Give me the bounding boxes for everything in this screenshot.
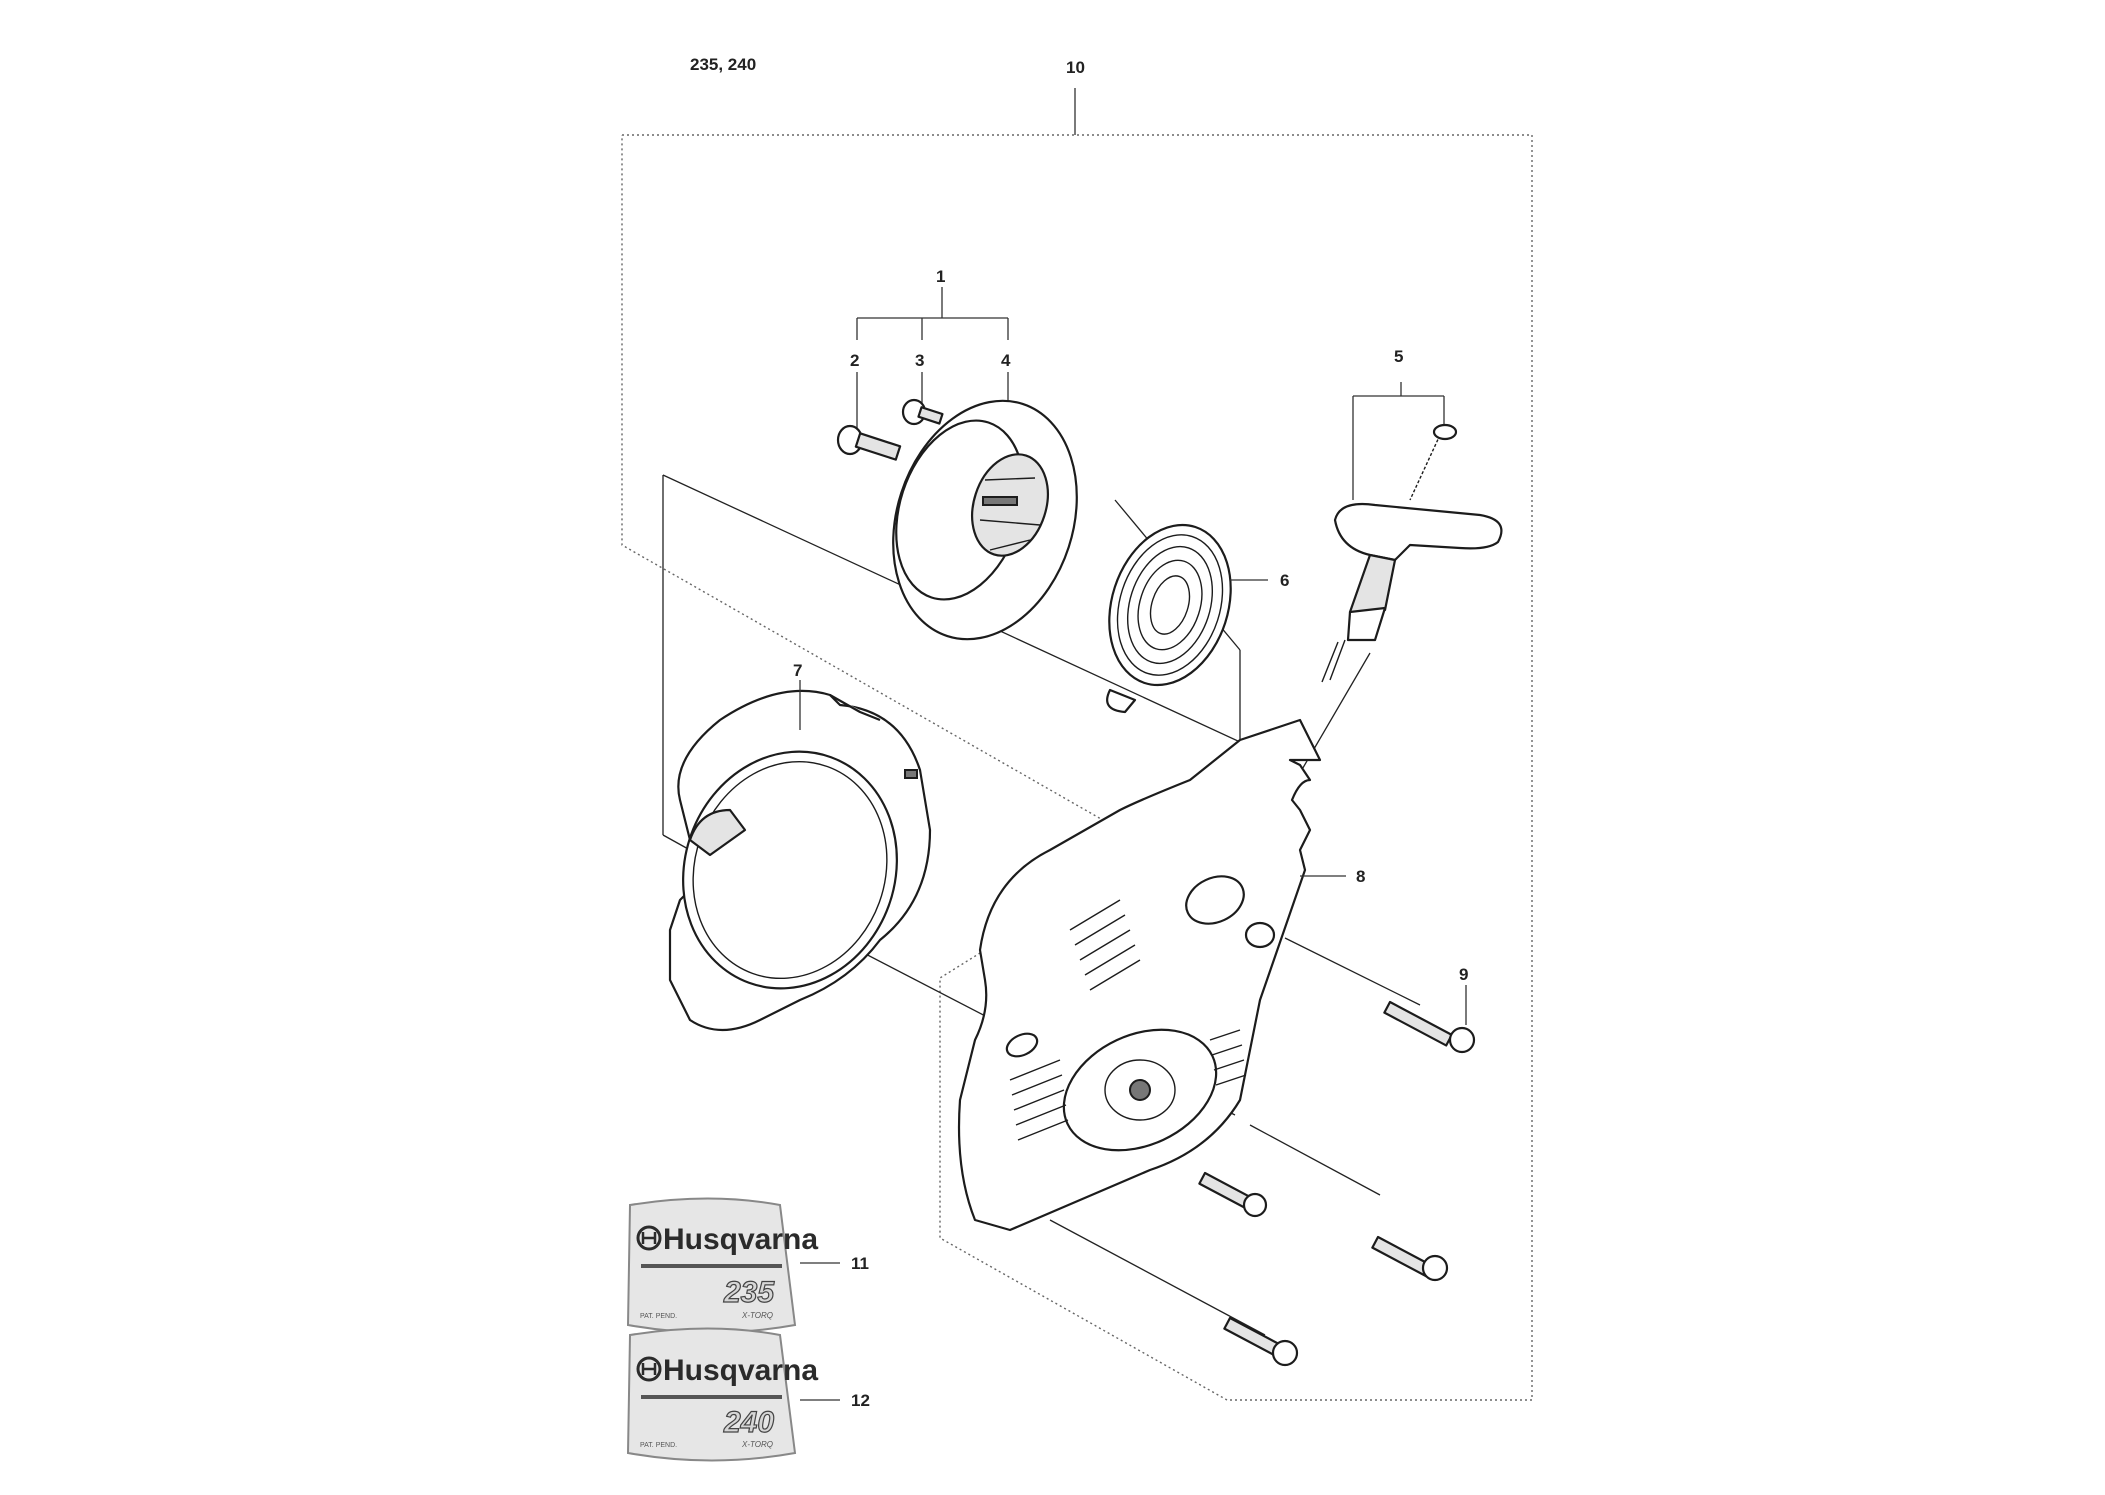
callout-6[interactable]: 6 (1280, 571, 1289, 590)
part-3-screw[interactable] (901, 398, 944, 426)
part-7-fan-housing[interactable] (650, 689, 932, 1031)
part-5-starter-handle[interactable] (1321, 423, 1503, 683)
callout-11[interactable]: 11 (851, 1254, 869, 1273)
callout-7[interactable]: 7 (793, 661, 802, 680)
part-2-screw[interactable] (836, 424, 902, 461)
callout-2[interactable]: 2 (850, 351, 859, 370)
callout-5[interactable]: 5 (1394, 347, 1403, 366)
callout-10[interactable]: 10 (1066, 58, 1085, 77)
leader-group-1 (856, 287, 1009, 430)
decal-11-note-right: X-TORQ (741, 1311, 773, 1320)
screw-mid[interactable] (1198, 1171, 1268, 1218)
assembly-boundary-10 (621, 88, 1533, 1401)
part-4-pulley[interactable] (864, 377, 1107, 663)
decal-11-brand: Husqvarna (663, 1223, 818, 1256)
callout-12[interactable]: 12 (851, 1391, 870, 1410)
callout-4[interactable]: 4 (1001, 351, 1011, 370)
model-label: 235, 240 (690, 55, 756, 74)
decal-11-model: 235 (723, 1276, 775, 1309)
part-8-starter-cover[interactable] (957, 718, 1322, 1232)
decal-11-note-left: PAT. PEND. (640, 1313, 677, 1320)
decal-12-model: 240 (723, 1406, 774, 1439)
part-6-recoil-spring[interactable] (1089, 509, 1250, 714)
decal-12-note-right: X-TORQ (741, 1440, 773, 1449)
husqvarna-crown-logo-icon (636, 1225, 662, 1251)
decal-11[interactable]: Husqvarna 235 PAT. PEND. X-TORQ (626, 1197, 818, 1334)
decal-12[interactable]: Husqvarna 240 PAT. PEND. X-TORQ (626, 1327, 818, 1462)
callout-1[interactable]: 1 (936, 267, 945, 286)
part-9-screw[interactable] (1383, 1000, 1476, 1054)
cover-vents (1009, 899, 1247, 1141)
screw-bottom[interactable] (1223, 1316, 1299, 1367)
screw-right[interactable] (1371, 1235, 1449, 1282)
callout-9[interactable]: 9 (1459, 965, 1468, 984)
decal-12-brand: Husqvarna (663, 1354, 818, 1387)
callout-8[interactable]: 8 (1356, 867, 1365, 886)
callout-3[interactable]: 3 (915, 351, 924, 370)
husqvarna-crown-logo-icon (636, 1356, 662, 1382)
decal-12-note-left: PAT. PEND. (640, 1442, 677, 1449)
